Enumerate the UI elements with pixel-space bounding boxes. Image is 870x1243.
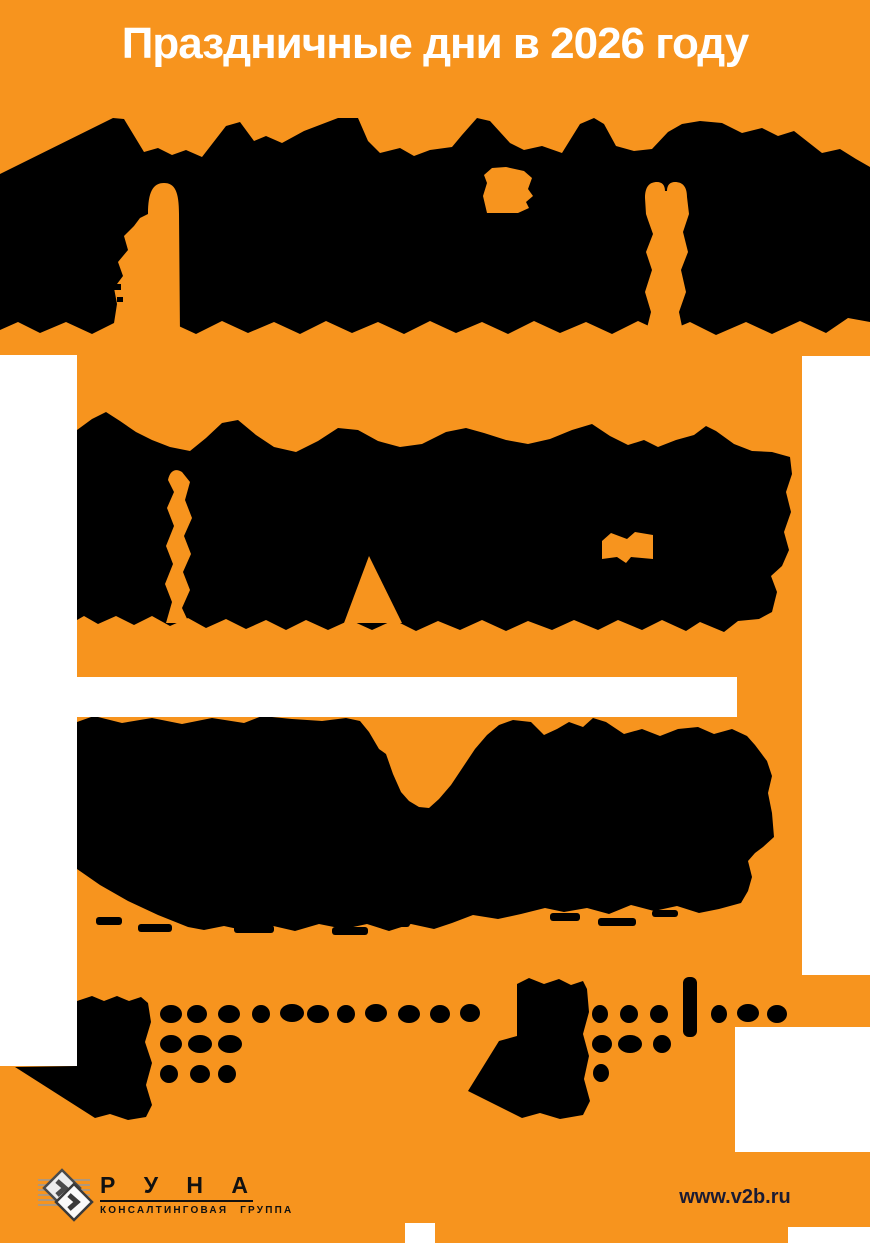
poster-title: Праздничные дни в 2026 году [121, 19, 749, 68]
runa-diamonds-icon [38, 1168, 94, 1222]
white-panel-left-column [0, 355, 77, 1066]
redaction-blob-months-row-3 [77, 716, 774, 935]
redaction-mini-month-right [468, 977, 697, 1119]
white-panel-mid-band [77, 677, 737, 717]
white-panel-bottom-strip-b [788, 1227, 870, 1243]
website-url: www.v2b.ru [679, 1186, 791, 1208]
white-panel-bottom-strip-a [405, 1223, 435, 1243]
orange-gap-rect [602, 532, 653, 563]
white-panel-right-column [802, 356, 870, 975]
runa-logo: Р У Н А КОНСАЛТИНГОВАЯ ГРУППА [38, 1164, 294, 1226]
white-panels [0, 355, 870, 1243]
white-panel-bottom-right [735, 1027, 870, 1152]
redaction-vertical-bar [683, 977, 697, 1037]
logo-subtitle: КОНСАЛТИНГОВАЯ ГРУППА [100, 1205, 294, 1216]
orange-gap-column-2 [645, 182, 689, 336]
orange-gap-patch [483, 167, 533, 213]
orange-gap-column-1 [112, 183, 180, 336]
orange-gap-triangle [344, 556, 402, 623]
redaction-blob-months-row-1 [0, 118, 870, 336]
redaction-text-smudges-row-3 [96, 910, 678, 935]
redaction-mini-month-left [15, 996, 152, 1120]
logo-name: Р У Н А [100, 1172, 260, 1198]
calendar-date-dots [160, 1004, 787, 1083]
orange-gap-stair-column [165, 470, 192, 623]
redaction-blob-months-row-2 [77, 412, 792, 632]
logo-rule [100, 1200, 253, 1202]
